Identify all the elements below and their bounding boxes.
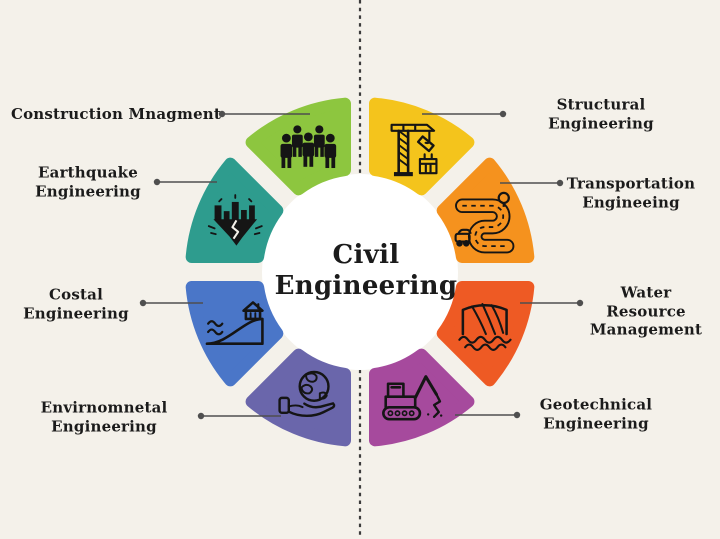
construction-management-connector-dot <box>218 110 226 118</box>
segment-label-environmental-engineering: Envirnomnetal Engineering <box>40 398 168 436</box>
geotechnical-engineering-connector-dot <box>513 411 521 419</box>
connectors-layer <box>139 110 584 420</box>
coastal-engineering-connector-dot <box>139 299 147 307</box>
earthquake-engineering-connector-dot <box>153 178 161 186</box>
environmental-engineering-wedge <box>245 348 351 447</box>
segment-label-structural-engineering: Structural Engineering <box>548 95 654 133</box>
segment-label-geotechnical-engineering: Geotechnical Engineering <box>539 395 653 433</box>
structural-engineering-wedge <box>369 97 475 196</box>
transportation-engineering-connector-dot <box>556 179 564 187</box>
diagram-title: Civil Engineering <box>274 240 458 301</box>
environmental-engineering-connector-dot <box>197 412 205 420</box>
water-resource-management-connector-dot <box>576 299 584 307</box>
segment-label-water-resource-management: Water Resource Management <box>589 283 703 339</box>
segment-label-transportation-engineering: Transportation Engineeing <box>566 174 696 212</box>
segment-label-coastal-engineering: Costal Engineering <box>23 285 129 323</box>
center-hub-circle <box>262 174 458 370</box>
structural-engineering-connector-dot <box>499 110 507 118</box>
segment-label-construction-management: Construction Mnagment <box>10 104 222 123</box>
segment-label-earthquake-engineering: Earthquake Engineering <box>35 163 141 201</box>
